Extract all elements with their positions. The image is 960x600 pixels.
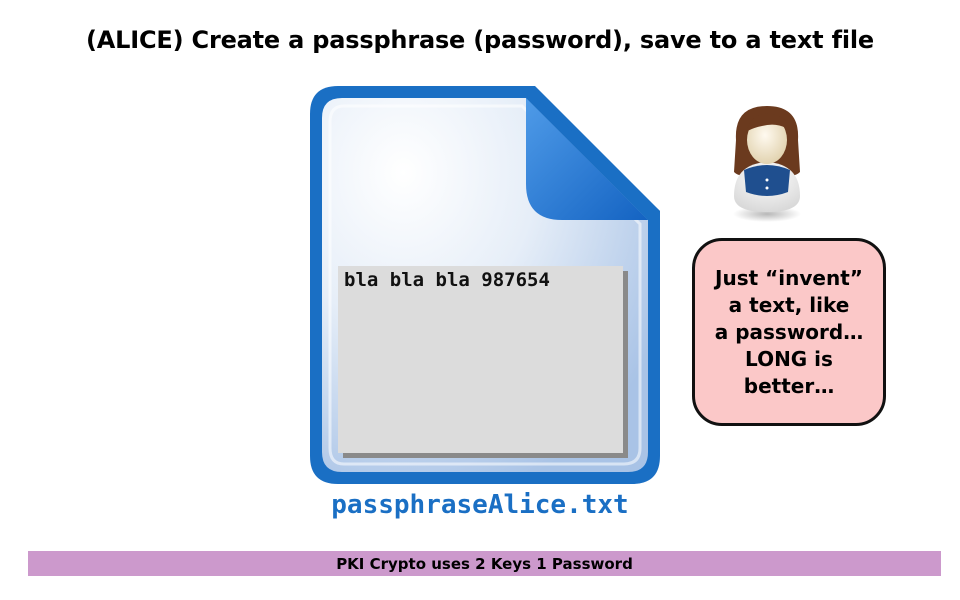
footer-text: PKI Crypto uses 2 Keys 1 Password (336, 554, 633, 573)
person-icon (722, 100, 812, 225)
bubble-line: a password… (714, 319, 864, 344)
bubble-line: better… (743, 373, 835, 398)
bubble-line: LONG is (745, 346, 833, 371)
bubble-line: Just “invent” (715, 265, 863, 290)
file-name-label: passphraseAlice.txt (331, 490, 629, 520)
speech-bubble: Just “invent” a text, like a password… L… (692, 238, 886, 426)
slide-title: (ALICE) Create a passphrase (password), … (86, 26, 874, 54)
file-content-box: bla bla bla 987654 (338, 266, 623, 453)
file-content-text: bla bla bla 987654 (344, 269, 550, 291)
bubble-line: a text, like (728, 292, 850, 317)
footer-bar: PKI Crypto uses 2 Keys 1 Password (28, 551, 941, 576)
